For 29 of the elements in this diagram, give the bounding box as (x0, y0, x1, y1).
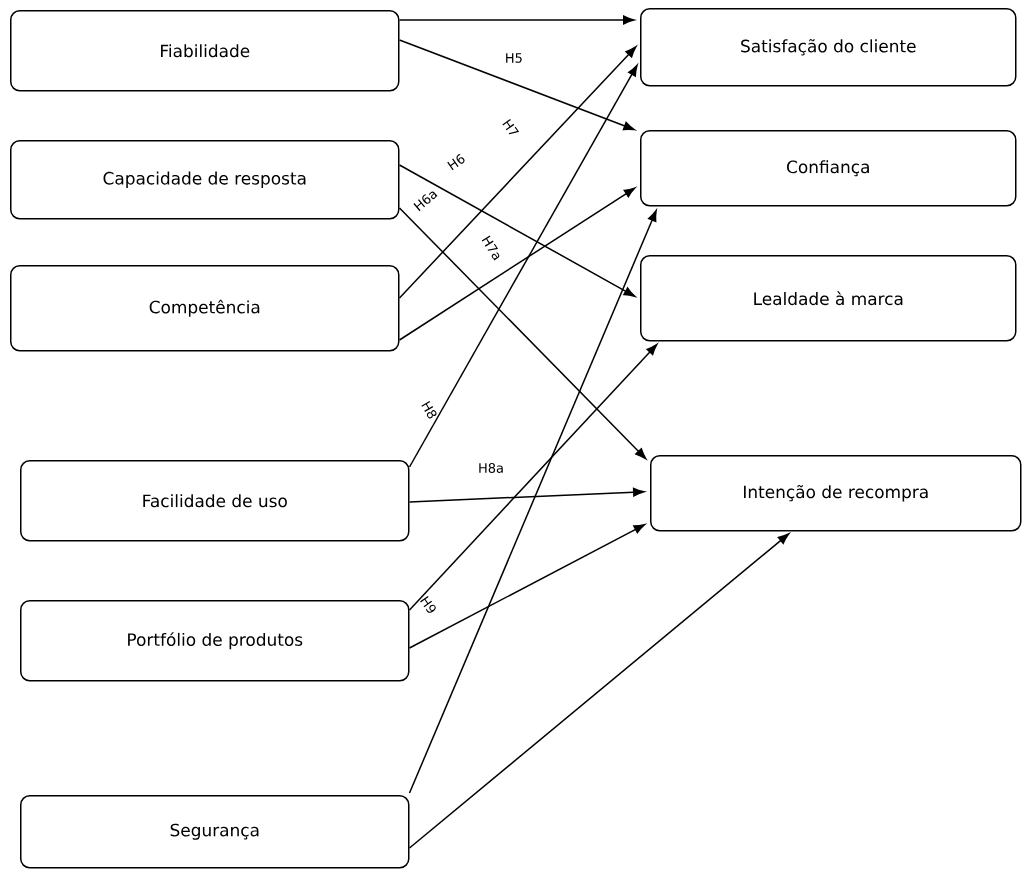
arrow (408, 533, 790, 849)
arrow (398, 187, 636, 341)
arrow (408, 210, 657, 794)
edge-label: H6 (447, 153, 465, 171)
arrow (398, 46, 637, 299)
construct-box: Competência (10, 265, 400, 352)
edge-label: H5 (506, 53, 522, 63)
construct-box: Confiança (640, 130, 1017, 207)
arrow (398, 39, 635, 131)
arrow (408, 523, 646, 649)
construct-box: Intenção de recompra (650, 455, 1022, 532)
construct-box: Satisfação do cliente (640, 8, 1017, 87)
edge-label: H7 (502, 119, 520, 135)
construct-box: Facilidade de uso (20, 460, 410, 542)
construct-box: Capacidade de resposta (10, 140, 400, 220)
construct-box: Portfólio de produtos (20, 600, 410, 682)
arrow (408, 343, 658, 611)
arrow (408, 487, 645, 503)
arrow (398, 15, 635, 25)
edge-label: H8a (479, 463, 503, 473)
arrow (398, 164, 636, 297)
arrow (408, 64, 638, 468)
edge-label: H8 (421, 400, 437, 419)
construct-box: Segurança (20, 795, 410, 869)
edge-label: H9 (420, 595, 436, 613)
construct-box: Fiabilidade (10, 10, 400, 92)
edge-label: H6a (413, 191, 438, 212)
arrow (398, 207, 647, 460)
construct-box: Lealdade à marca (640, 255, 1017, 342)
